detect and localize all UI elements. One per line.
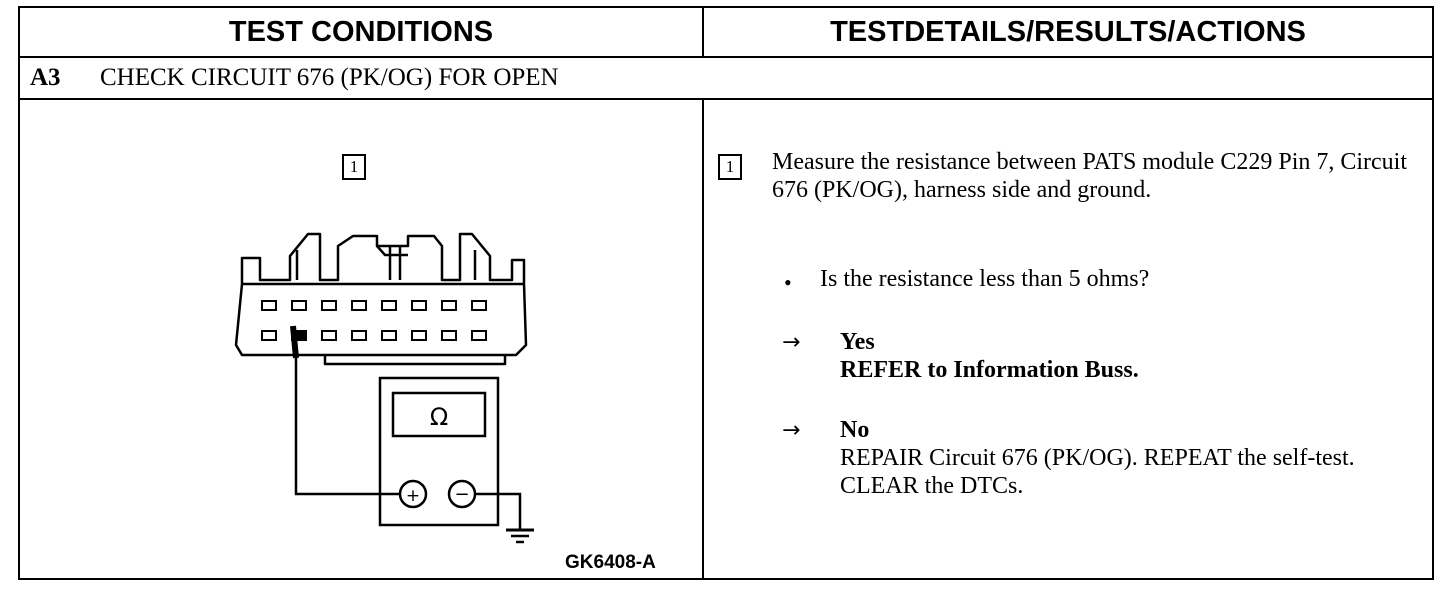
yes-result: Yes REFER to Information Buss. — [840, 328, 1420, 384]
diagram-step-number: 1 — [342, 154, 366, 180]
test-conditions-cell: 1 — [20, 100, 704, 580]
yes-arrow-icon: → — [782, 330, 801, 355]
step-title: CHECK CIRCUIT 676 (PK/OG) FOR OPEN — [100, 64, 559, 91]
no-result: No REPAIR Circuit 676 (PK/OG). REPEAT th… — [840, 416, 1420, 500]
ohm-symbol: Ω — [430, 403, 448, 431]
connector-pins — [261, 300, 487, 341]
step-id: A3 — [30, 64, 61, 91]
diagnostic-test-table: TEST CONDITIONS TESTDETAILS/RESULTS/ACTI… — [18, 6, 1434, 580]
details-step-number: 1 — [718, 154, 742, 180]
no-action: REPAIR Circuit 676 (PK/OG). REPEAT the s… — [840, 445, 1355, 499]
no-arrow-icon: → — [782, 418, 801, 443]
no-label: No — [840, 417, 870, 443]
question-text: Is the resistance less than 5 ohms? — [820, 266, 1150, 292]
negative-terminal-symbol: − — [454, 484, 469, 505]
test-details-cell: 1 Measure the resistance between PATS mo… — [704, 100, 1432, 580]
yes-action: REFER to Information Buss. — [840, 357, 1139, 383]
header-test-details: TESTDETAILS/RESULTS/ACTIONS — [830, 15, 1306, 48]
positive-terminal-symbol: + — [406, 486, 420, 506]
table-header-row: TEST CONDITIONS TESTDETAILS/RESULTS/ACTI… — [20, 8, 1432, 58]
ohmmeter — [378, 376, 534, 544]
question-bullet: • — [784, 270, 792, 295]
probe-lead — [290, 325, 401, 496]
instruction-text: Measure the resistance between PATS modu… — [772, 149, 1408, 203]
connector-body — [234, 232, 528, 366]
figure-id: GK6408-A — [565, 552, 656, 573]
connector-meter-diagram: Ω + − — [234, 232, 534, 544]
header-test-conditions: TEST CONDITIONS — [20, 8, 704, 56]
yes-label: Yes — [840, 329, 875, 355]
step-title-row: A3 CHECK CIRCUIT 676 (PK/OG) FOR OPEN — [20, 58, 1432, 100]
